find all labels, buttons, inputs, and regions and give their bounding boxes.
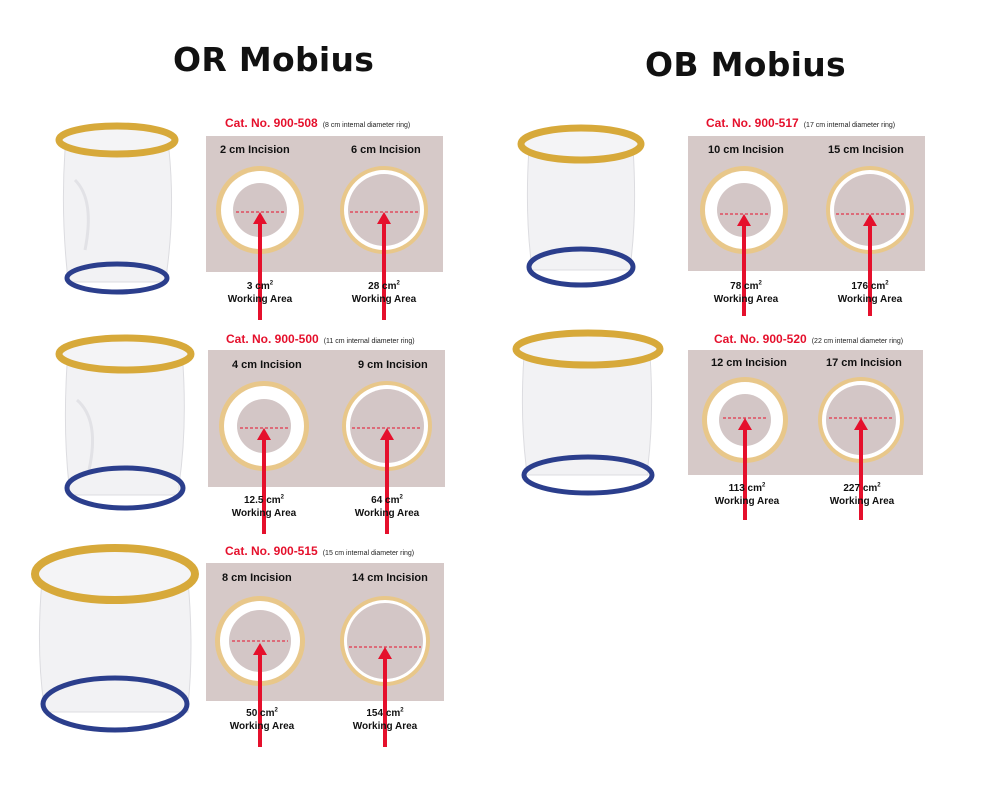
ring-diameter-note: (17 cm internal diameter ring) xyxy=(803,122,896,129)
incision-label: 6 cm Incision xyxy=(351,144,421,156)
incision-label: 14 cm Incision xyxy=(352,572,428,584)
incision-ring-diagram xyxy=(700,166,788,316)
retractor-photo-900-515 xyxy=(30,540,200,740)
incision-label: 4 cm Incision xyxy=(232,359,302,371)
catalog-number: Cat. No. 900-500 xyxy=(226,332,319,346)
ring-diameter-note: (8 cm internal diameter ring) xyxy=(322,122,411,129)
incision-ring-diagram xyxy=(340,596,430,747)
incision-ring-diagram xyxy=(215,596,305,747)
incision-ring-diagram xyxy=(818,377,904,520)
retractor-photo-900-508 xyxy=(55,120,180,312)
incision-label: 9 cm Incision xyxy=(358,359,428,371)
incision-label: 10 cm Incision xyxy=(708,144,784,156)
catalog-number: Cat. No. 900-508 xyxy=(225,116,318,130)
catalog-number: Cat. No. 900-515 xyxy=(225,544,318,558)
retractor-photo-900-520 xyxy=(510,325,665,505)
catalog-number: Cat. No. 900-517 xyxy=(706,116,799,130)
incision-ring-diagram xyxy=(216,166,304,320)
incision-ring-diagram xyxy=(219,381,309,534)
incision-ring-diagram xyxy=(340,166,428,320)
or-mobius-heading: OR Mobius xyxy=(173,40,375,79)
retractor-photo-900-517 xyxy=(513,120,648,300)
incision-label: 17 cm Incision xyxy=(826,357,902,369)
incision-label: 2 cm Incision xyxy=(220,144,290,156)
catalog-number-900-508: Cat. No. 900-508 (8 cm internal diameter … xyxy=(225,116,410,130)
ob-mobius-heading: OB Mobius xyxy=(645,45,846,84)
catalog-number-900-515: Cat. No. 900-515 (15 cm internal diameter… xyxy=(225,544,414,558)
ring-diameter-note: (22 cm internal diameter ring) xyxy=(811,338,904,345)
catalog-number-900-517: Cat. No. 900-517 (17 cm internal diameter… xyxy=(706,116,895,130)
catalog-number: Cat. No. 900-520 xyxy=(714,332,807,346)
incision-label: 8 cm Incision xyxy=(222,572,292,584)
incision-ring-diagram xyxy=(826,166,914,316)
incision-ring-diagram xyxy=(702,377,788,520)
incision-ring-diagram xyxy=(342,381,432,534)
catalog-number-900-500: Cat. No. 900-500 (11 cm internal diameter… xyxy=(226,332,415,346)
retractor-photo-900-500 xyxy=(55,330,195,525)
ring-diameter-note: (11 cm internal diameter ring) xyxy=(323,338,415,345)
incision-label: 12 cm Incision xyxy=(711,357,787,369)
ring-diameter-note: (15 cm internal diameter ring) xyxy=(322,550,415,557)
catalog-number-900-520: Cat. No. 900-520 (22 cm internal diameter… xyxy=(714,332,903,346)
incision-label: 15 cm Incision xyxy=(828,144,904,156)
